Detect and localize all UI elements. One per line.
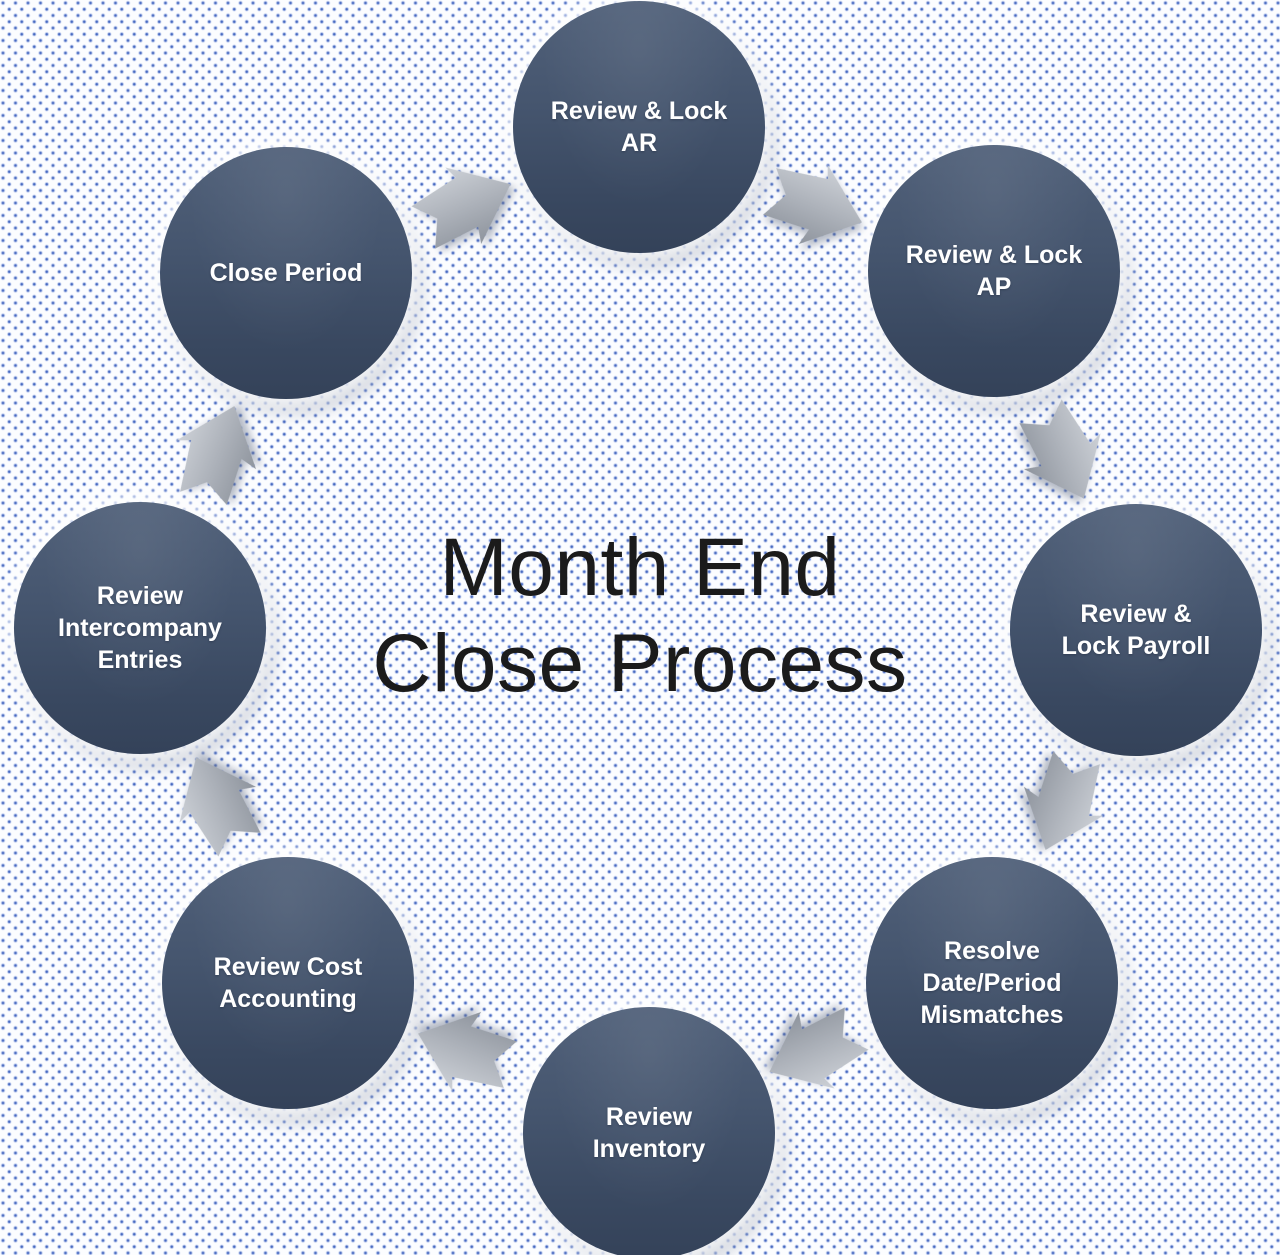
node-label-line: Review Cost: [213, 953, 363, 981]
node-review-cost-accounting: Review Cost Accounting: [162, 857, 414, 1109]
node-label-line: Resolve: [944, 937, 1040, 965]
node-label-line: Review: [96, 582, 184, 610]
node-label-line: Review &: [1080, 600, 1192, 628]
node-review-lock-ar: Review & Lock AR: [513, 1, 765, 253]
cycle-arrow-icon: [1004, 390, 1122, 516]
node-label-line: Review: [605, 1103, 693, 1131]
node-resolve-date-period-mismatches: Resolve Date/Period Mismatches: [866, 857, 1118, 1109]
node-review-inventory: Review Inventory: [523, 1007, 775, 1255]
diagram-title-line2: Close Process: [372, 617, 908, 709]
node-review-intercompany-entries: Review Intercompany Entries: [14, 502, 266, 754]
node-label-line: Review & Lock: [905, 241, 1083, 269]
node-label-line: AR: [620, 129, 658, 157]
node-label-line: Accounting: [219, 985, 357, 1013]
cycle-arrow-icon: [752, 992, 878, 1110]
node-review-lock-payroll: Review & Lock Payroll: [1010, 504, 1262, 756]
diagram-title-line1: Month End: [439, 522, 841, 613]
node-label-line: Lock Payroll: [1061, 632, 1211, 660]
node-label-line: AP: [976, 273, 1012, 301]
node-label-line: Review & Lock: [550, 97, 728, 125]
cycle-arrow-icon: [1004, 740, 1122, 866]
node-label-line: Date/Period: [922, 969, 1062, 997]
cycle-arrow-icon: [402, 992, 528, 1110]
node-label-line: Entries: [97, 646, 183, 674]
cycle-arrow-icon: [158, 390, 276, 516]
cycle-arrow-icon: [752, 146, 878, 264]
node-label-line: Mismatches: [920, 1001, 1064, 1029]
node-review-lock-ap: Review & Lock AP: [868, 145, 1120, 397]
node-label-line: Close Period: [209, 259, 363, 287]
cycle-arrow-icon: [158, 740, 276, 866]
diagram-title: Month End Close Process: [0, 520, 1280, 712]
node-close-period: Close Period: [160, 147, 412, 399]
cycle-arrow-icon: [402, 146, 528, 264]
node-label-line: Intercompany: [58, 614, 222, 642]
node-label-line: Inventory: [592, 1135, 706, 1163]
